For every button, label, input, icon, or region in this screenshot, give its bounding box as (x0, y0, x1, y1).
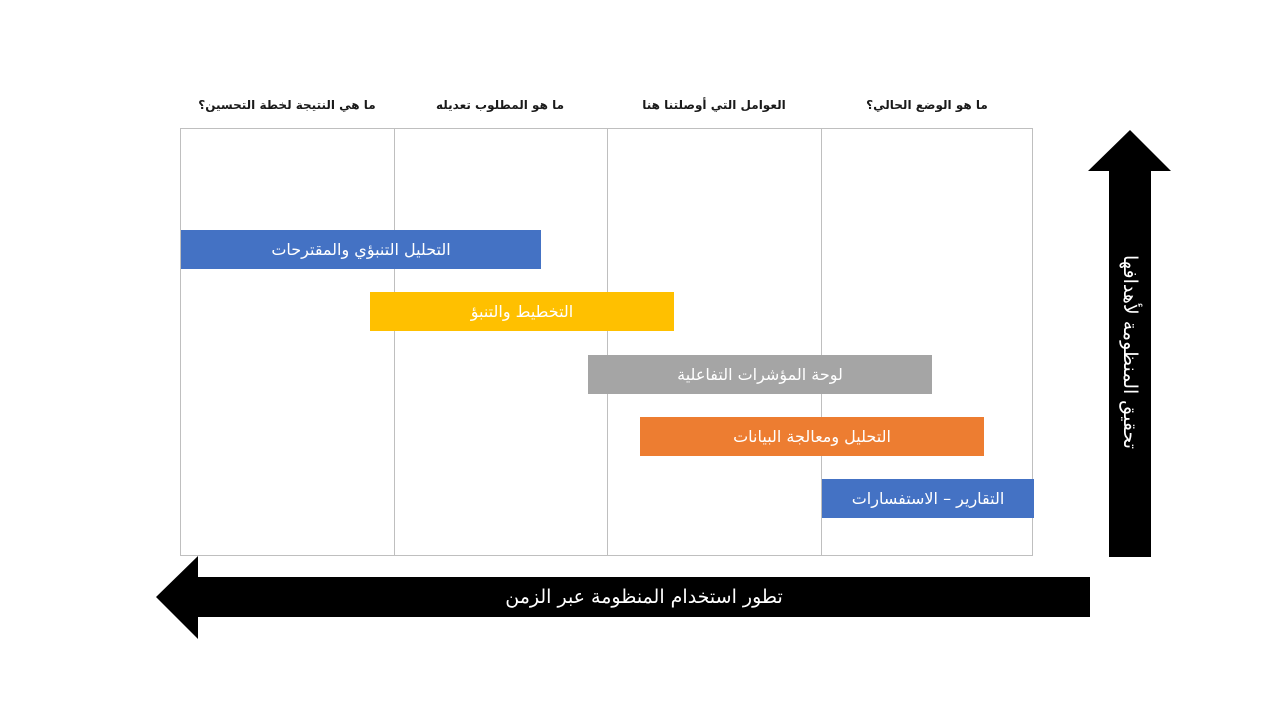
column-header-improvement-outcome: ما هي النتيجة لخطة التحسين؟ (198, 98, 376, 112)
column-header-required-changes: ما هو المطلوب تعديله (435, 98, 565, 112)
up-arrow-icon (1088, 130, 1171, 557)
bar-predictive-analysis: التحليل التنبؤي والمقترحات (181, 230, 541, 269)
bar-data-analysis-processing: التحليل ومعالجة البيانات (640, 417, 984, 456)
timeline-grid (180, 128, 1033, 556)
bar-planning-forecasting: التخطيط والتنبؤ (370, 292, 674, 331)
column-header-contributing-factors: العوامل التي أوصلتنا هنا (642, 98, 786, 112)
grid-divider (394, 129, 395, 555)
time-axis-label: تطور استخدام المنظومة عبر الزمن (505, 586, 783, 608)
grid-divider (821, 129, 822, 555)
column-header-current-state: ما هو الوضع الحالي؟ (866, 98, 988, 112)
goals-axis-label-text: تحقيق المنظومة لأهدافها (1119, 254, 1141, 450)
left-arrow-icon (156, 556, 1090, 639)
bar-interactive-dashboard: لوحة المؤشرات التفاعلية (588, 355, 932, 394)
bar-reports-queries: التقارير – الاستفسارات (822, 479, 1034, 518)
grid-divider (607, 129, 608, 555)
